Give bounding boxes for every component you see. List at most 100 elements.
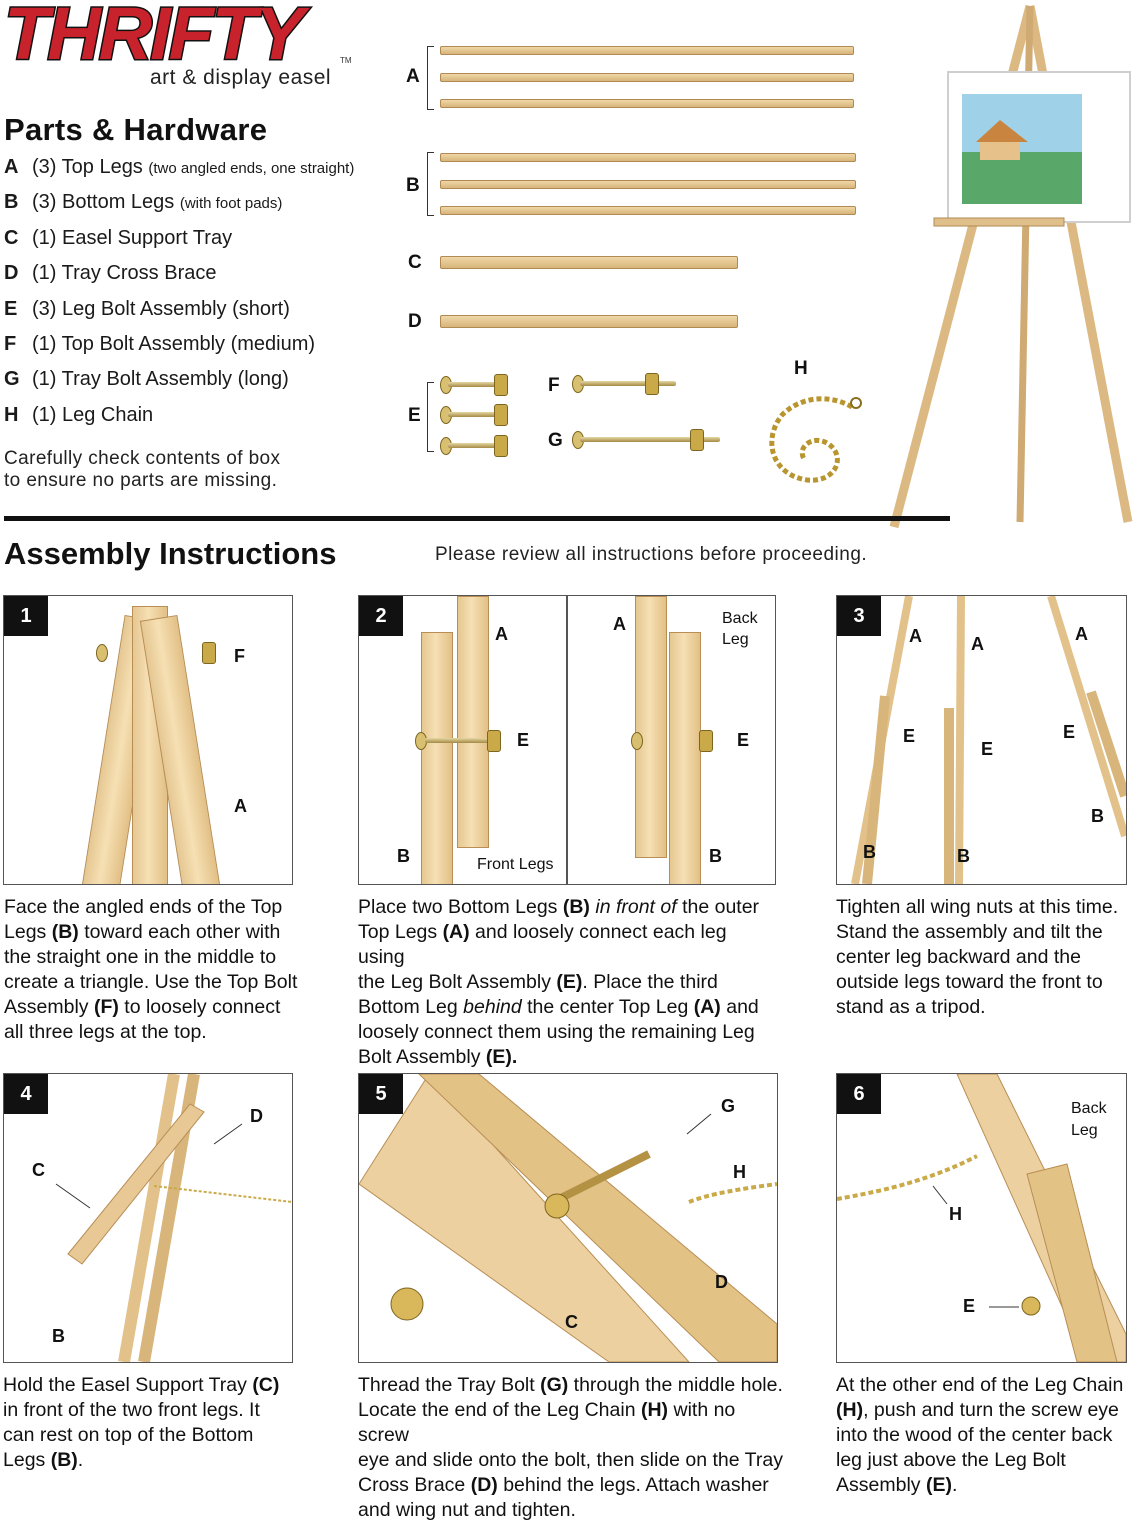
- diagram-label-f: F: [548, 375, 560, 396]
- caption-text: the straight one in the middle to: [4, 946, 277, 968]
- step-6-caption: At the other end of the Leg Chain (H), p…: [836, 1373, 1132, 1498]
- diagram-label-h: H: [794, 358, 808, 379]
- label-e: E: [737, 730, 750, 750]
- label-b: B: [1091, 806, 1104, 826]
- part-letter: A: [4, 156, 19, 178]
- step-number: 4: [4, 1074, 48, 1114]
- wing-nut-icon: [494, 404, 508, 426]
- label-b: B: [957, 846, 970, 866]
- caption-text: all three legs at the top.: [4, 1021, 207, 1043]
- caption-text: Legs: [4, 921, 52, 943]
- top-leg: [457, 596, 489, 848]
- caption-text: .: [77, 1449, 84, 1471]
- diagram-label-d: D: [408, 311, 422, 332]
- part-item: A (3) Top Legs (two angled ends, one stra…: [4, 156, 404, 191]
- wing-nut-icon: [645, 373, 659, 395]
- label-h: H: [949, 1204, 962, 1224]
- chain-icon: [769, 396, 862, 483]
- part-text: (3) Leg Bolt Assembly (short): [32, 297, 290, 320]
- caption-text: center leg backward and the: [836, 946, 1081, 968]
- caption-text: can rest on top of the Bottom: [3, 1424, 254, 1446]
- step-2-caption: Place two Bottom Legs (B) in front of th…: [358, 895, 778, 1070]
- caption-text: (A): [693, 996, 721, 1018]
- caption-text: leg just above the Leg Bolt: [836, 1449, 1066, 1471]
- label-e: E: [963, 1296, 976, 1316]
- chain-attach-illustration: [837, 1074, 1126, 1362]
- tray-bolt-illustration: [359, 1074, 777, 1362]
- diagram-label-b: B: [406, 175, 420, 196]
- part-text: (3) Bottom Legs: [32, 191, 180, 214]
- label-c: C: [565, 1312, 578, 1332]
- caption-text: (G): [540, 1374, 569, 1396]
- caption-text: behind: [463, 996, 522, 1018]
- caption-text: behind the legs. Attach washer: [497, 1474, 769, 1496]
- step-2-panel: 2 A E B Front Legs A Back Leg E B: [358, 595, 776, 885]
- caption-text: Cross Brace: [358, 1474, 471, 1496]
- part-letter: H: [4, 403, 19, 426]
- bolt-icon: [448, 443, 503, 448]
- caption-text: Thread the Tray Bolt: [358, 1374, 541, 1396]
- wing-nut-icon: [699, 730, 713, 752]
- caption-text: Place two Bottom Legs: [358, 896, 563, 918]
- step-5-panel: 5 G H D C: [358, 1073, 778, 1363]
- part-note: (two angled ends, one straight): [148, 160, 355, 177]
- part-text: (1) Easel Support Tray: [32, 226, 233, 249]
- step-4-caption: Hold the Easel Support Tray (C) in front…: [3, 1373, 303, 1473]
- step-5-caption: Thread the Tray Bolt (G) through the mid…: [358, 1373, 788, 1523]
- caption-text: in front of: [595, 896, 677, 918]
- review-note: Please review all instructions before pr…: [435, 544, 868, 565]
- label-e: E: [1063, 722, 1076, 742]
- caption-text: (D): [470, 1474, 498, 1496]
- caption-text: (E): [925, 1474, 952, 1496]
- caption-text: Bottom Leg: [358, 996, 464, 1018]
- diagram-label-a: A: [406, 66, 420, 87]
- check-contents-note: Carefully check contents of box to ensur…: [4, 448, 364, 492]
- label-d: D: [715, 1272, 728, 1292]
- support-tray: [440, 256, 738, 269]
- label-b: B: [709, 846, 722, 866]
- wing-nut-icon: [494, 374, 508, 396]
- step-number: 3: [837, 596, 881, 636]
- parts-list: A (3) Top Legs (two angled ends, one stra…: [4, 156, 404, 439]
- parts-diagram: A B C D E F G H: [0, 0, 950, 510]
- part-item: F(1) Top Bolt Assembly (medium): [4, 333, 404, 368]
- part-text: (3) Top Legs: [32, 156, 149, 178]
- caption-text: Face the angled ends of the Top: [4, 896, 283, 918]
- bottom-leg-3: [440, 206, 856, 215]
- label-a: A: [234, 796, 247, 816]
- caption-text: Hold the Easel Support Tray: [3, 1374, 253, 1396]
- bracket-a: [427, 46, 434, 110]
- caption-text: (E): [556, 971, 583, 993]
- bracket-b: [427, 152, 434, 216]
- caption-text: and: [720, 996, 759, 1018]
- caption-text: the outer: [676, 896, 760, 918]
- part-letter: D: [4, 262, 19, 285]
- wing-nut-icon: [690, 429, 704, 451]
- bolt-head: [96, 644, 108, 662]
- caption-text: and loosely connect each leg using: [358, 921, 727, 968]
- part-text: (1) Tray Bolt Assembly (long): [32, 368, 289, 391]
- diagram-label-e: E: [408, 405, 421, 426]
- label-d: D: [250, 1106, 263, 1126]
- step-number: 1: [4, 596, 48, 636]
- part-letter: B: [4, 191, 19, 214]
- tray-illustration: [55, 1074, 292, 1362]
- step-3-panel: 3 A A A E E E B B B: [836, 595, 1127, 885]
- part-item: B(3) Bottom Legs (with foot pads): [4, 191, 404, 226]
- top-leg-3: [440, 99, 854, 108]
- label-h: H: [733, 1162, 746, 1182]
- label-leg: Leg: [722, 631, 749, 648]
- caption-text: stand as a tripod.: [836, 996, 986, 1018]
- label-b: B: [52, 1326, 65, 1346]
- brand-logo: THRIFTY: [2, 0, 305, 75]
- caption-text: toward each other with: [78, 921, 281, 943]
- caption-text: Locate the end of the Leg Chain: [358, 1399, 641, 1421]
- parts-heading: Parts & Hardware: [4, 112, 268, 147]
- label-front-legs: Front Legs: [477, 856, 554, 873]
- panel-divider: [566, 596, 568, 884]
- caption-text: Legs: [3, 1449, 51, 1471]
- caption-text: (A): [442, 921, 470, 943]
- caption-text: create a triangle. Use the Top Bolt: [4, 971, 298, 993]
- part-item: H(1) Leg Chain: [4, 404, 404, 439]
- caption-text: outside legs toward the front to: [836, 971, 1103, 993]
